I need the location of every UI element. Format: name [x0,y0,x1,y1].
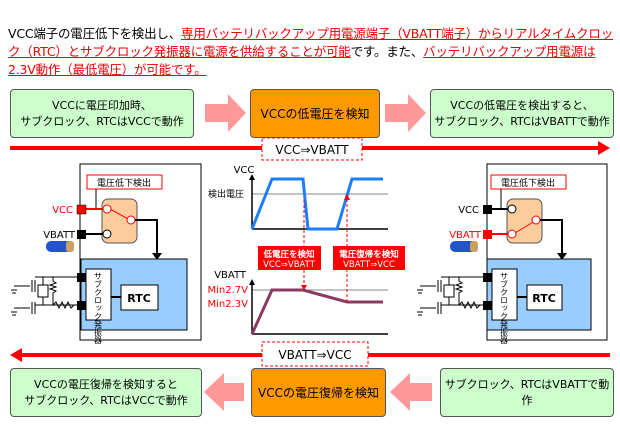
vcc-timing-chart: VCC 検出電圧 [208,165,388,231]
vcc-axis-label: VCC [234,165,255,176]
intro-highlight2: バッテリバックアップ用電源は2.3V動作（最低電圧）が可能です。 [8,44,596,77]
event1-line2: VCC⇒VBATT [263,260,316,270]
top-step3-line1: VCCの低電圧を検出すると、 [450,98,594,112]
top-step2-text: VCCの低電圧を検知 [260,106,370,121]
vcc-curve [250,177,383,231]
min-2-7v-label: Min2.7V [208,285,249,296]
timeline-forward: VCC⇒VBATT [10,137,610,161]
timeline-backward: VBATT⇒VCC [10,341,610,367]
crystal-circuit-right [417,276,483,316]
arrow-right-1 [205,94,246,132]
top-step3-line2: サブクロック、RTCはVBATTで動作 [434,114,610,128]
arrow-left-1 [204,373,244,411]
crystal-circuit [11,276,77,316]
vcc-pin-label-right: VCC [458,205,479,216]
intro-highlight1: 専用バッテリバックアップ用電源端子（VBATT端子）からリアルタイムクロック（R… [8,26,614,59]
vbatt-pin-label: VBATT [43,230,76,241]
intro-part1: VCC端子の電圧低下を検出し、 [8,26,182,41]
subclock-label: サブクロック発振器 [94,272,103,345]
detector-label: 電圧低下検出 [97,177,151,189]
vbatt-curve [250,288,383,335]
top-step1-line1: VCCに電圧印加時、 [52,98,152,112]
battery-icon-right [450,241,478,252]
direction-label-backward: VBATT⇒VCC [278,348,351,362]
top-step3: VCCの低電圧を検出すると、サブクロック、RTCはVBATTで動作 [430,89,614,138]
top-step1-line2: サブクロック、RTCはVCCで動作 [20,114,184,128]
bottom-step2: VCCの電圧復帰を検知 [251,368,386,417]
event-markers: 低電圧を検知 VCC⇒VBATT 電圧復帰を検知 VBATT⇒VCC [258,194,405,302]
arrow-left-2 [390,373,432,411]
module-vcc-mode: 電圧低下検出 VCC VBATT サブクロック発振器 RTC [11,163,202,345]
detector-label-right: 電圧低下検出 [501,177,555,189]
bottom-step3-text: サブクロック、RTCはVBATTで動作 [444,377,610,407]
top-step1: VCCに電圧印加時、サブクロック、RTCはVCCで動作 [10,89,194,138]
bottom-step1-line2: サブクロック、RTCはVCCで動作 [24,393,188,407]
battery-icon [46,241,74,252]
subclock-label-right: サブクロック発振器 [500,272,509,345]
vbatt-pin-label-right: VBATT [449,230,482,241]
arrow-right-2 [385,94,426,132]
event2-line2: VBATT⇒VCC [343,260,395,270]
bottom-step1: VCCの電圧復帰を検知するとサブクロック、RTCはVCCで動作 [10,368,202,417]
vcc-pin-label: VCC [52,205,73,216]
rtc-label-right: RTC [532,292,556,305]
intro-part3: です。また、 [350,44,424,59]
vcc-pin [76,204,87,215]
bottom-step3: サブクロック、RTCはVBATTで動作 [440,368,614,417]
min-2-3v-label: Min2.3V [208,299,249,310]
event2-line1: 電圧復帰を検知 [339,249,399,260]
rtc-label: RTC [127,292,151,305]
module-vbatt-mode: 電圧低下検出 VCC VBATT サブクロック発振器 RTC [417,163,608,345]
bottom-step2-text: VCCの電圧復帰を検知 [258,385,379,400]
direction-label-forward: VCC⇒VBATT [275,143,349,157]
vbatt-axis-label: VBATT [214,270,247,281]
detect-voltage-label: 検出電圧 [208,188,244,200]
bottom-step1-line1: VCCの電圧復帰を検知すると [34,377,178,391]
vbatt-timing-chart: VBATT Min2.7V Min2.3V [208,270,388,335]
event1-line1: 低電圧を検知 [262,249,314,260]
intro-text: VCC端子の電圧低下を検出し、専用バッテリバックアップ用電源端子（VBATT端子… [8,25,616,79]
